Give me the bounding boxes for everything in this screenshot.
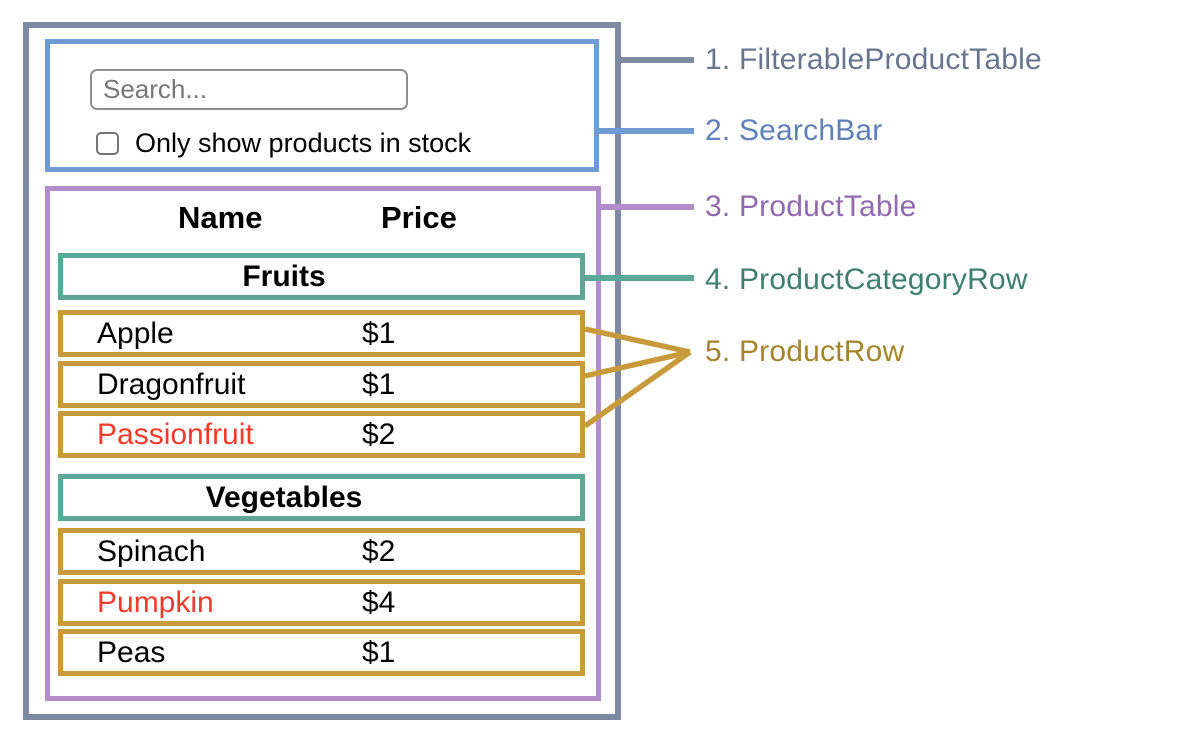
search-input[interactable] [90, 69, 408, 110]
category-label: Vegetables [205, 481, 363, 514]
product-price: $1 [362, 368, 396, 401]
filterable-product-table-box: Only show products in stock Name Price F… [23, 22, 621, 720]
column-header-price: Price [381, 200, 457, 235]
legend-product-table: 3. ProductTable [705, 190, 917, 223]
connector-line-product-category-row [585, 275, 694, 281]
product-table-box: Name Price Fruits Apple $1 Dragonfruit $… [45, 186, 601, 701]
product-name: Apple [97, 317, 174, 350]
search-bar-box: Only show products in stock [45, 39, 599, 172]
legend-filterable-product-table: 1. FilterableProductTable [705, 43, 1042, 76]
column-header-name: Name [178, 200, 263, 235]
connector-line-search-bar [599, 128, 694, 134]
product-name-out-of-stock: Passionfruit [97, 418, 254, 451]
product-category-row: Fruits [58, 253, 585, 300]
connector-line-filterable-product-table [621, 57, 694, 63]
product-name-out-of-stock: Pumpkin [97, 586, 214, 619]
product-row: Dragonfruit $1 [58, 361, 585, 408]
product-name: Dragonfruit [97, 368, 246, 401]
product-price: $2 [362, 535, 396, 568]
product-name: Peas [97, 636, 166, 669]
product-row: Peas $1 [58, 629, 585, 676]
connector-line-product-table [601, 204, 694, 210]
in-stock-checkbox-label: Only show products in stock [135, 128, 472, 158]
product-row: Spinach $2 [58, 528, 585, 575]
legend-product-row: 5. ProductRow [705, 335, 905, 368]
product-price: $1 [362, 636, 396, 669]
product-row: Passionfruit $2 [58, 411, 585, 458]
connector-lines-product-row [583, 326, 692, 429]
legend-search-bar: 2. SearchBar [705, 114, 883, 147]
product-row: Apple $1 [58, 310, 585, 357]
product-price: $4 [362, 586, 396, 619]
product-price: $2 [362, 418, 396, 451]
category-label: Fruits [242, 260, 326, 293]
product-row: Pumpkin $4 [58, 579, 585, 626]
product-category-row: Vegetables [58, 474, 585, 521]
product-price: $1 [362, 317, 396, 350]
legend-product-category-row: 4. ProductCategoryRow [705, 263, 1028, 296]
in-stock-checkbox[interactable] [96, 132, 119, 155]
product-name: Spinach [97, 535, 206, 568]
